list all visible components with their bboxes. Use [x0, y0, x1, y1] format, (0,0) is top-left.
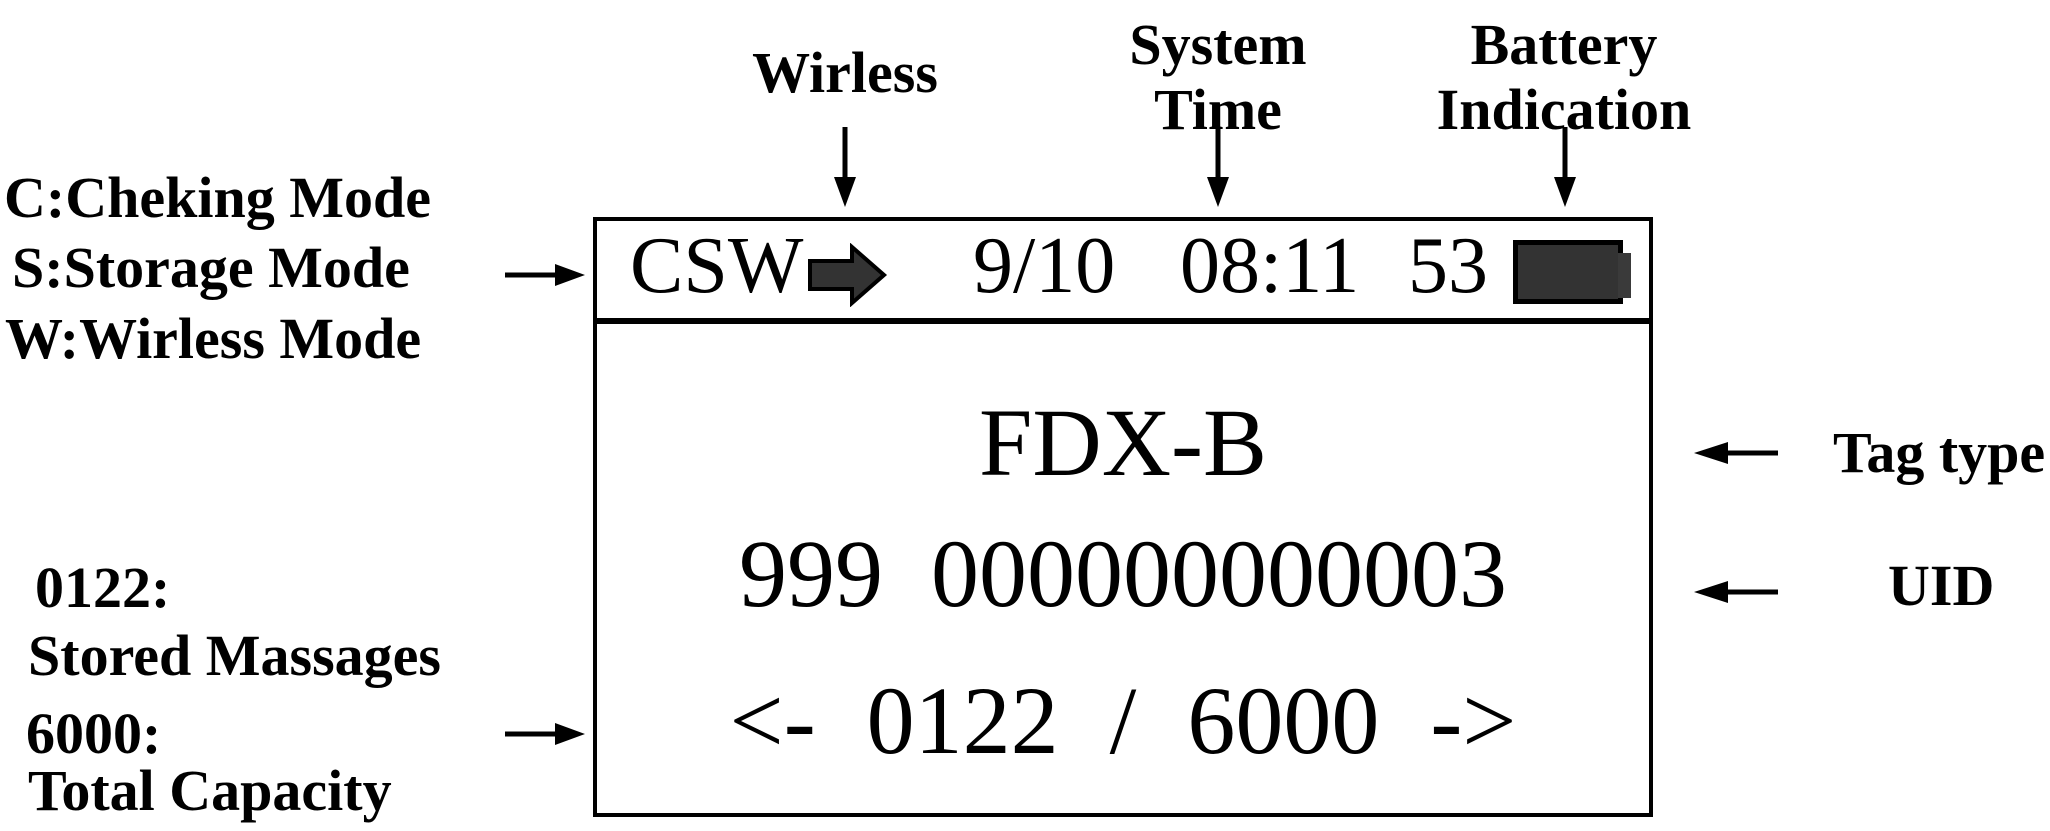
battery-percent-text: 53 [1408, 222, 1488, 310]
battery-callout-label: Battery Indication [1434, 12, 1694, 142]
stored-text-label: Stored Massages [28, 623, 441, 688]
system-time-callout-label: System Time [1118, 12, 1318, 142]
uid-text: 999 000000000003 [739, 520, 1507, 627]
date-text: 9/10 [973, 222, 1116, 310]
status-bar: CSW 9/10 08:11 53 [597, 221, 1649, 324]
tag-type-text: FDX-B [978, 389, 1268, 496]
system-time-line1: System [1129, 12, 1307, 77]
uid-callout-label: UID [1888, 553, 1995, 618]
wireless-transmit-arrow-icon [808, 243, 888, 307]
capacity-text-label: Total Capacity [28, 758, 392, 823]
battery-icon [1513, 240, 1631, 304]
battery-terminal [1618, 253, 1631, 298]
battery-pointer-down-arrow-icon [1549, 125, 1581, 207]
tag-type-callout-label: Tag type [1833, 420, 2046, 485]
uid-pointer-left-arrow-icon [1674, 574, 1780, 610]
mode-legend-line-checking: C:Cheking Mode [4, 165, 431, 230]
lcd-display: CSW 9/10 08:11 53 FDX-B 999 000000000003… [593, 217, 1653, 817]
system-time-pointer-down-arrow-icon [1202, 125, 1234, 207]
time-text: 08:11 [1180, 222, 1360, 310]
capacity-value-label: 6000: [26, 701, 162, 766]
counter-pointer-right-arrow-icon [503, 716, 585, 752]
wireless-callout-label: Wirless [752, 40, 938, 105]
wireless-pointer-down-arrow-icon [829, 125, 861, 207]
mode-legend-line-wireless: W:Wirless Mode [5, 306, 422, 371]
mode-indicator-text: CSW [630, 222, 804, 310]
mode-legend-line-storage: S:Storage Mode [12, 235, 410, 300]
tag-type-pointer-left-arrow-icon [1674, 435, 1780, 471]
battery-callout-line1: Battery [1470, 12, 1658, 77]
mode-pointer-right-arrow-icon [503, 257, 585, 293]
record-counter-text: <- 0122 / 6000 -> [729, 667, 1517, 774]
stored-value-label: 0122: [35, 555, 171, 620]
